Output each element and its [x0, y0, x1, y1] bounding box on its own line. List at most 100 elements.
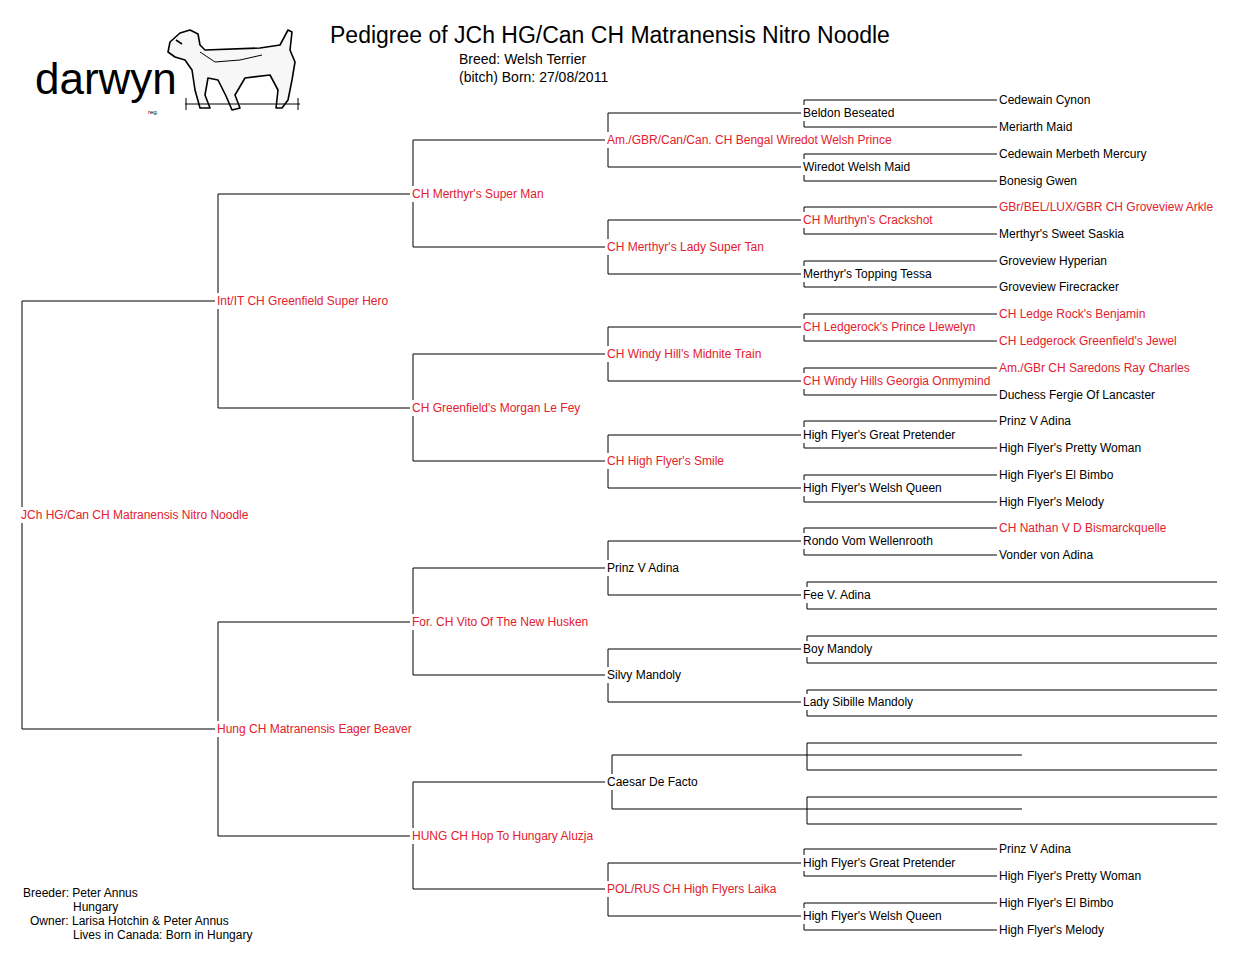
pedigree-name: CH Windy Hill's Midnite Train	[605, 346, 763, 362]
dog-name: Am./GBr CH Saredons Ray Charles	[999, 361, 1190, 375]
pedigree-name: High Flyer's El Bimbo	[997, 467, 1115, 483]
info-note: (bitch) Born: 27/08/2011	[459, 70, 608, 85]
pedigree-name: CH Windy Hills Georgia Onmymind	[801, 373, 992, 389]
logo-rule	[185, 98, 300, 110]
pedigree-name: High Flyer's El Bimbo	[997, 895, 1115, 911]
dog-name: Boy Mandoly	[803, 642, 872, 656]
pedigree-bracket	[804, 175, 997, 181]
pedigree-bracket	[804, 871, 997, 876]
dog-name: CH Windy Hill's Midnite Train	[607, 347, 761, 361]
dog-name: For. CH Vito Of The New Husken	[412, 615, 588, 629]
pedigree-name: Lady Sibille Mandoly	[801, 694, 915, 710]
dog-name: CH Murthyn's Crackshot	[803, 213, 933, 227]
pedigree-name: CH Ledgerock's Prince Llewelyn	[801, 319, 977, 335]
dog-name: CH High Flyer's Smile	[607, 454, 724, 468]
dog-name: Vonder von Adina	[999, 548, 1093, 562]
pedigree-name: Merthyr's Topping Tessa	[801, 266, 934, 282]
dog-name: GBr/BEL/LUX/GBR CH Groveview Arkle	[999, 200, 1213, 214]
dog-name: Bonesig Gwen	[999, 174, 1077, 188]
logo-text: reg.	[148, 109, 158, 116]
pedigree-name: Vonder von Adina	[997, 547, 1095, 563]
pedigree-name: CH Ledgerock Greenfield's Jewel	[997, 333, 1179, 349]
dog-name: Fee V. Adina	[803, 588, 871, 602]
pedigree-bracket	[804, 389, 997, 395]
pedigree-name: Rondo Vom Wellenrooth	[801, 533, 935, 549]
pedigree-bracket	[608, 576, 801, 595]
pedigree-bracket	[608, 469, 801, 488]
pedigree-bracket	[413, 202, 605, 247]
dog-name: Hung CH Matranensis Eager Beaver	[217, 722, 412, 736]
pedigree-bracket	[413, 782, 605, 828]
pedigree-bracket	[804, 496, 997, 502]
pedigree-bracket	[804, 924, 997, 930]
pedigree-name: High Flyer's Pretty Woman	[997, 868, 1143, 884]
pedigree-bracket	[608, 327, 801, 346]
pedigree-bracket	[804, 228, 997, 234]
pedigree-bracket	[804, 421, 997, 427]
dog-name: High Flyer's El Bimbo	[999, 468, 1113, 482]
dog-name: Am./GBR/Can/Can. CH Bengal Wiredot Welsh…	[607, 133, 892, 147]
pedigree-bracket	[804, 903, 997, 908]
pedigree-bracket	[804, 335, 997, 341]
dog-name: CH Ledgerock Greenfield's Jewel	[999, 334, 1177, 348]
pedigree-name: GBr/BEL/LUX/GBR CH Groveview Arkle	[997, 199, 1215, 215]
pedigree-name: Wiredot Welsh Maid	[801, 159, 912, 175]
pedigree-name: CH Nathan V D Bismarckquelle	[997, 520, 1168, 536]
pedigree-name: Groveview Hyperian	[997, 253, 1109, 269]
pedigree-name: CH Merthyr's Super Man	[410, 186, 546, 202]
pedigree-name: High Flyer's Pretty Woman	[997, 440, 1143, 456]
dog-name: POL/RUS CH High Flyers Laika	[607, 882, 776, 896]
dog-name: Prinz V Adina	[999, 842, 1071, 856]
dog-name: HUNG CH Hop To Hungary Aluzja	[412, 829, 593, 843]
dog-name: High Flyer's Welsh Queen	[803, 481, 942, 495]
pedigree-name: Prinz V Adina	[605, 560, 681, 576]
pedigree-bracket	[413, 844, 605, 889]
dog-name: High Flyer's Great Pretender	[803, 428, 955, 442]
info-note: Breed: Welsh Terrier	[459, 52, 586, 67]
pedigree-bracket	[608, 148, 801, 167]
pedigree-bracket	[804, 368, 997, 373]
pedigree-bracket	[804, 528, 997, 533]
dog-name: CH Ledgerock's Prince Llewelyn	[803, 320, 975, 334]
pedigree-name: Bonesig Gwen	[997, 173, 1079, 189]
pedigree-name: CH Merthyr's Lady Super Tan	[605, 239, 766, 255]
chart-title: Pedigree of JCh HG/Can CH Matranensis Ni…	[330, 22, 890, 49]
pedigree-name: High Flyer's Great Pretender	[801, 427, 957, 443]
dog-name: CH Windy Hills Georgia Onmymind	[803, 374, 990, 388]
pedigree-name: CH High Flyer's Smile	[605, 453, 726, 469]
pedigree-bracket	[608, 649, 801, 667]
pedigree-bracket	[804, 549, 997, 555]
pedigree-name: Cedewain Merbeth Mercury	[997, 146, 1148, 162]
logo-text: darwyn	[35, 55, 177, 103]
pedigree-bracket	[608, 220, 801, 239]
pedigree-name: For. CH Vito Of The New Husken	[410, 614, 590, 630]
pedigree-bracket	[218, 194, 410, 293]
pedigree-bracket	[22, 301, 215, 507]
dog-name: CH Ledge Rock's Benjamin	[999, 307, 1145, 321]
pedigree-name: CH Ledge Rock's Benjamin	[997, 306, 1147, 322]
pedigree-name: Groveview Firecracker	[997, 279, 1121, 295]
pedigree-name: CH Murthyn's Crackshot	[801, 212, 935, 228]
pedigree-bracket	[608, 113, 801, 132]
dog-name: JCh HG/Can CH Matranensis Nitro Noodle	[21, 508, 248, 522]
terrier-illustration	[168, 30, 295, 110]
blank-pedigree-slots	[612, 582, 1217, 824]
pedigree-name: Am./GBR/Can/Can. CH Bengal Wiredot Welsh…	[605, 132, 894, 148]
dog-name: Rondo Vom Wellenrooth	[803, 534, 933, 548]
pedigree-name: High Flyer's Melody	[997, 922, 1106, 938]
dog-name: High Flyer's Welsh Queen	[803, 909, 942, 923]
pedigree-name: Int/IT CH Greenfield Super Hero	[215, 293, 390, 309]
pedigree-name: Caesar De Facto	[605, 774, 700, 790]
dog-name: CH Merthyr's Super Man	[412, 187, 544, 201]
pedigree-name: Hung CH Matranensis Eager Beaver	[215, 721, 414, 737]
dog-name: Merthyr's Sweet Saskia	[999, 227, 1124, 241]
dog-name: Lady Sibille Mandoly	[803, 695, 913, 709]
info-note: Lives in Canada: Born in Hungary	[73, 929, 252, 942]
dog-name: Cedewain Cynon	[999, 93, 1090, 107]
pedigree-name: HUNG CH Hop To Hungary Aluzja	[410, 828, 595, 844]
pedigree-bracket	[804, 849, 997, 855]
dog-name: Caesar De Facto	[607, 775, 698, 789]
dog-name: Groveview Hyperian	[999, 254, 1107, 268]
pedigree-bracket	[804, 121, 997, 127]
dog-name: Beldon Beseated	[803, 106, 894, 120]
